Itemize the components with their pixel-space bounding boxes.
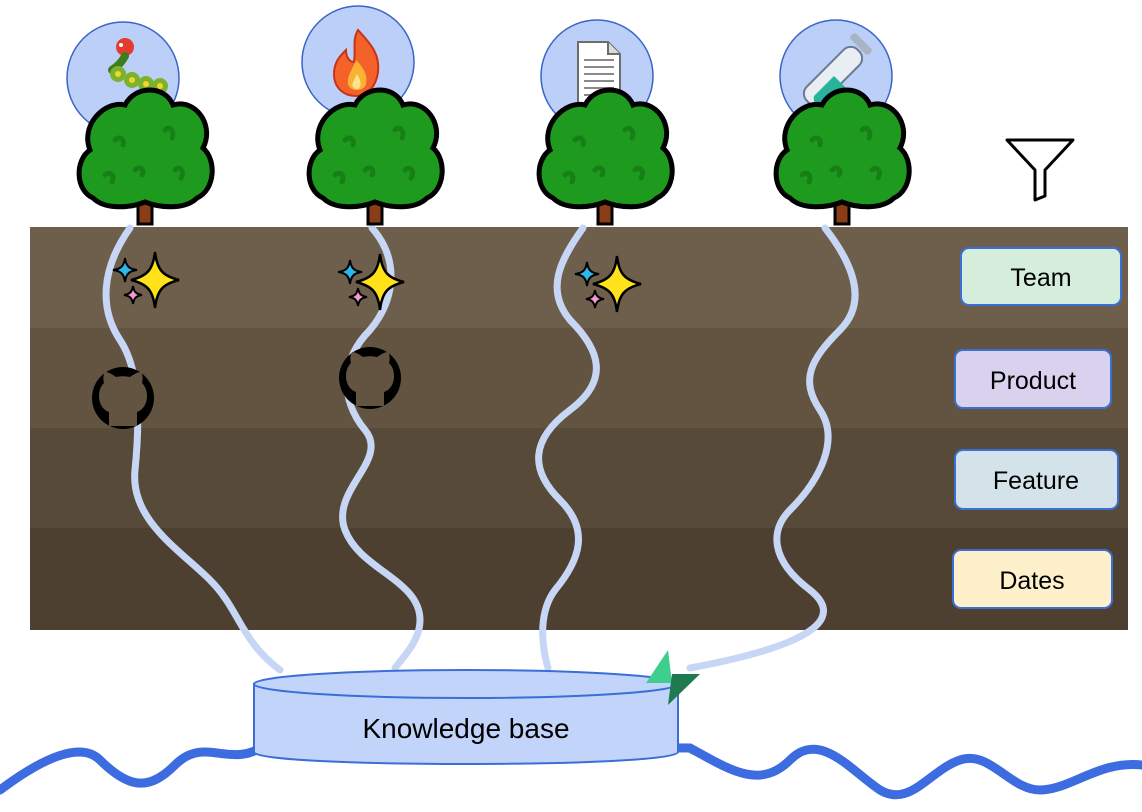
root-line-1 — [102, 224, 284, 674]
tree-icon — [773, 87, 912, 226]
layer-band-product — [30, 328, 1128, 428]
layer-tag-dates: Dates — [952, 549, 1113, 609]
fire-icon — [332, 28, 380, 98]
source-1 — [66, 21, 215, 226]
sparkles-icon — [337, 253, 405, 311]
source-3 — [536, 19, 675, 226]
tree-icon — [306, 87, 445, 226]
root-line-4 — [686, 224, 859, 672]
root-lines — [102, 224, 859, 674]
root-line-2 — [339, 224, 424, 672]
layer-band-team — [30, 227, 1128, 328]
knowledge-base-cylinder: Knowledge base — [253, 669, 679, 765]
layer-tag-label: Dates — [999, 567, 1064, 595]
layer-tag-feature: Feature — [954, 449, 1119, 510]
knowledge-base-label: Knowledge base — [362, 713, 569, 744]
tree-icon — [76, 87, 215, 226]
layer-tag-label: Product — [990, 367, 1076, 395]
tree-icon — [536, 87, 675, 226]
source-4 — [773, 19, 912, 226]
github-icon — [339, 347, 401, 409]
root-line-3 — [535, 224, 600, 672]
layer-tag-label: Feature — [993, 467, 1079, 495]
funnel-icon — [1005, 138, 1075, 202]
layer-band-feature — [30, 428, 1128, 528]
source-2 — [301, 5, 445, 226]
lightning-bolt-icon — [646, 650, 700, 705]
layer-tag-label: Team — [1010, 264, 1071, 292]
layer-tag-product: Product — [954, 349, 1112, 409]
github-icon — [92, 367, 154, 429]
sparkles-icon — [112, 251, 180, 309]
sparkles-icon — [574, 255, 642, 313]
bottom-wave — [0, 740, 1142, 800]
layer-tag-team: Team — [960, 247, 1122, 306]
